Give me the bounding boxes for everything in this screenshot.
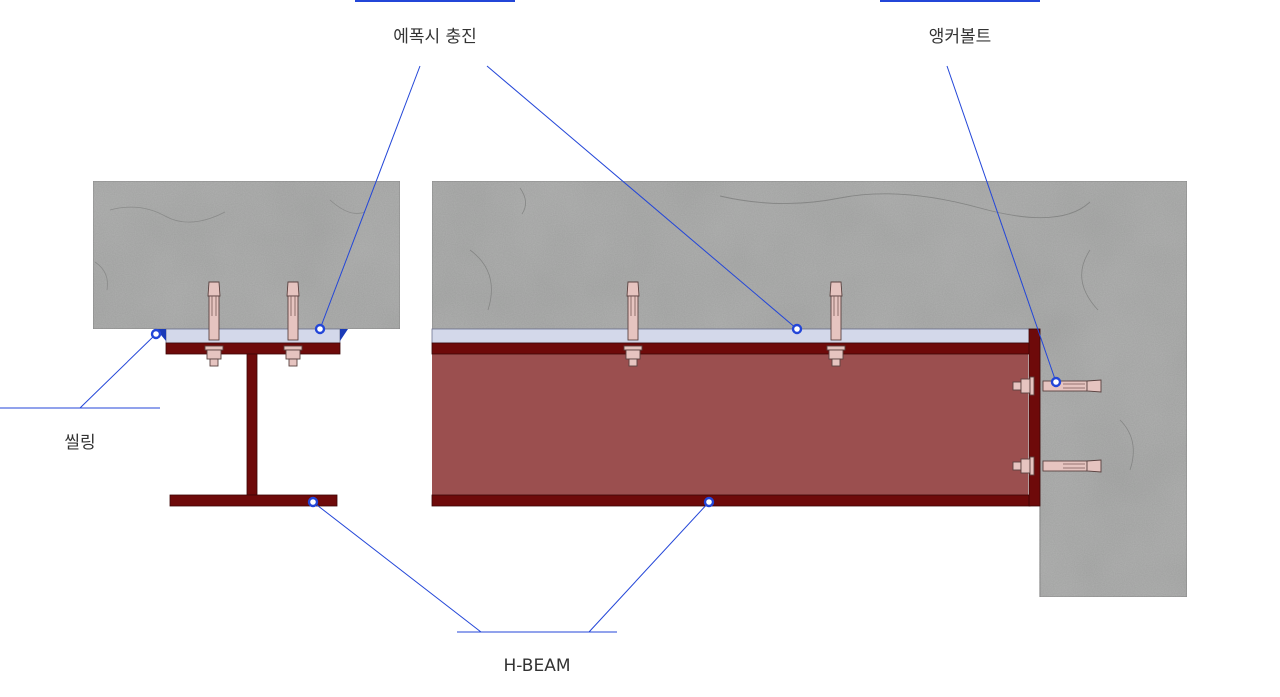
- callout-sealing: 씰링: [0, 328, 162, 453]
- left-epoxy-layer: [165, 328, 341, 344]
- callout-anchor-bolt: 앵커볼트: [880, 0, 1062, 388]
- left-detail: [92, 180, 401, 507]
- marker-h-beam-left: [307, 496, 319, 508]
- marker-epoxy-left: [314, 323, 326, 335]
- label-anchor-bolt: 앵커볼트: [929, 27, 992, 47]
- marker-sealing: [150, 328, 162, 340]
- marker-epoxy-right: [791, 323, 803, 335]
- callout-h-beam: H-BEAM: [307, 496, 715, 676]
- marker-anchor-bolt: [1050, 376, 1062, 388]
- right-detail: [431, 180, 1188, 598]
- marker-h-beam-right: [703, 496, 715, 508]
- left-concrete-slab: [92, 180, 401, 330]
- left-sealant-right: [340, 329, 348, 341]
- right-epoxy-layer: [431, 328, 1033, 344]
- h-beam-section: [165, 342, 341, 507]
- label-sealing: 씰링: [64, 433, 95, 453]
- h-beam-side-view: [431, 328, 1041, 507]
- label-h-beam: H-BEAM: [503, 656, 570, 676]
- label-epoxy: 에폭시 충진: [393, 27, 477, 47]
- callout-epoxy: 에폭시 충진: [314, 0, 803, 335]
